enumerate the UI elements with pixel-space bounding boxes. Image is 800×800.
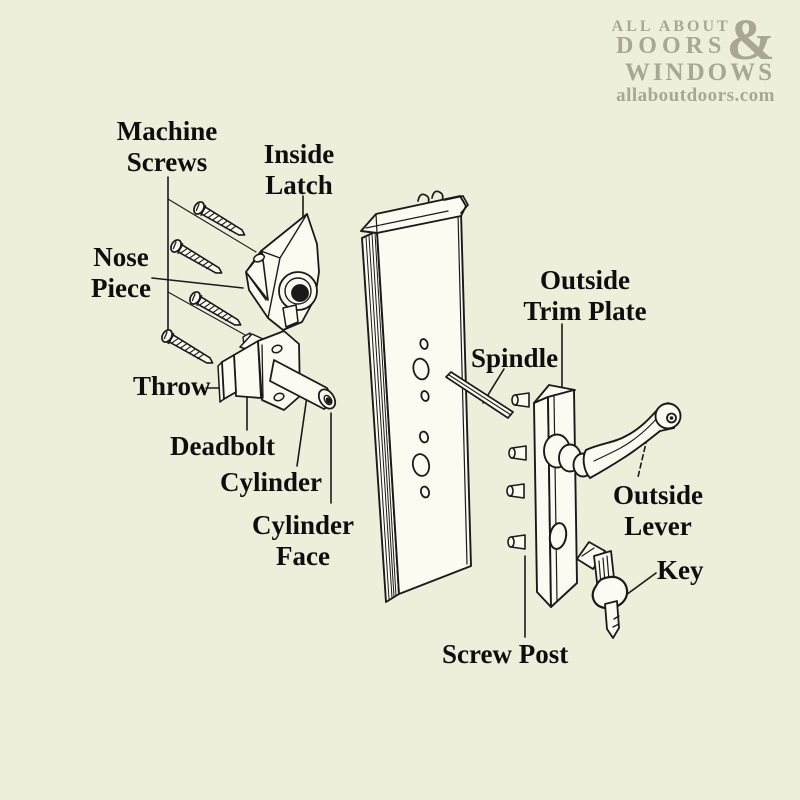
label-line: Throw xyxy=(133,371,211,401)
label-machine-screws: Machine Screws xyxy=(117,116,218,178)
label-deadbolt: Deadbolt xyxy=(170,431,275,462)
label-line: Machine xyxy=(116,116,218,146)
label-spindle: Spindle xyxy=(471,343,558,374)
label-line: Cylinder xyxy=(251,510,355,540)
label-cylinder: Cylinder xyxy=(220,467,322,498)
label-line: Trim Plate xyxy=(523,296,647,326)
logo-windows-text: WINDOWS xyxy=(624,59,775,86)
screw-posts xyxy=(506,392,530,550)
logo-website-url: allaboutdoors.com xyxy=(616,85,775,106)
label-line: Key xyxy=(657,555,704,585)
label-outside-trim-plate: Outside Trim Plate xyxy=(523,265,646,327)
label-nose-piece: Nose Piece xyxy=(91,242,151,304)
label-throw: Throw xyxy=(133,371,211,402)
label-line: Nose xyxy=(93,242,149,272)
label-line: Deadbolt xyxy=(170,431,276,461)
label-line: Inside xyxy=(263,139,335,169)
spindle-drawing xyxy=(445,371,514,419)
logo-all-about-text: ALL ABOUT xyxy=(611,18,731,35)
deadbolt-drawing xyxy=(217,330,337,411)
label-line: Face xyxy=(276,541,330,571)
label-line: Cylinder xyxy=(220,467,323,497)
label-line: Outside xyxy=(612,480,704,510)
door-stile-drawing xyxy=(360,190,472,603)
label-line: Piece xyxy=(91,273,151,303)
inside-latch-drawing xyxy=(245,213,320,331)
key-drawing xyxy=(576,541,629,639)
logo-text-stack: ALL ABOUT DOORS xyxy=(611,18,731,59)
label-line: Lever xyxy=(624,511,692,541)
label-line: Screws xyxy=(126,147,208,177)
brand-logo: ALL ABOUT DOORS & WINDOWS allaboutdoors.… xyxy=(611,7,775,107)
label-cylinder-face: Cylinder Face xyxy=(252,510,354,572)
logo-top-rows: ALL ABOUT DOORS & xyxy=(611,7,775,72)
label-line: Outside xyxy=(539,265,631,295)
label-line: Latch xyxy=(265,170,333,200)
label-outside-lever: Outside Lever xyxy=(613,480,703,542)
label-key: Key xyxy=(657,555,704,586)
logo-doors-text: DOORS xyxy=(615,33,727,59)
outside-lever-drawing xyxy=(543,402,682,479)
label-inside-latch: Inside Latch xyxy=(264,139,335,201)
trim-plate-drawing xyxy=(506,384,578,608)
label-line: Screw Post xyxy=(442,639,569,669)
label-line: Spindle xyxy=(471,343,559,373)
stile-holes xyxy=(411,338,431,499)
label-screw-post: Screw Post xyxy=(442,639,568,670)
logo-ampersand: & xyxy=(726,7,775,72)
